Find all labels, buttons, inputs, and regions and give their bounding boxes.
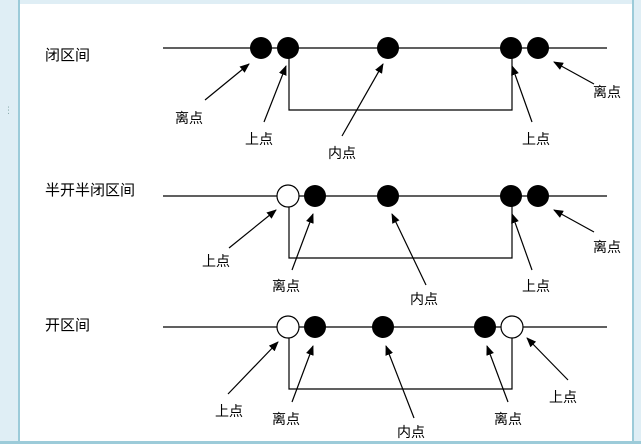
filled-point [377, 37, 399, 59]
filled-point [372, 316, 394, 338]
point-label: 内点 [410, 292, 438, 308]
left-panel-edge [0, 0, 20, 444]
arrow [511, 65, 533, 123]
half-open-interval-section: 半开半闭区间 上点 离点 内点 上点 离点 [45, 181, 621, 308]
point-label: 离点 [272, 411, 300, 428]
arrow [553, 61, 595, 85]
arrow [227, 341, 279, 395]
point-label: 上点 [202, 254, 230, 270]
arrow [228, 209, 277, 249]
point-label: 上点 [549, 390, 577, 406]
interval-bracket [288, 327, 513, 390]
point-label: 离点 [593, 239, 621, 256]
filled-point [250, 37, 272, 59]
section-title-open: 开区间 [45, 316, 90, 334]
point-label: 离点 [593, 84, 621, 101]
arrow [341, 63, 384, 137]
arrow [291, 345, 314, 403]
filled-point [304, 185, 326, 207]
filled-point [377, 185, 399, 207]
filled-point [500, 37, 522, 59]
open-point [276, 184, 300, 208]
section-title-half-open: 半开半闭区间 [45, 181, 135, 199]
filled-point [304, 316, 326, 338]
point-label: 离点 [494, 411, 522, 428]
open-point [276, 315, 300, 339]
right-panel-edge [632, 0, 641, 444]
open-point [500, 315, 524, 339]
point-label: 内点 [397, 425, 425, 441]
arrow [263, 65, 287, 123]
arrow [511, 213, 533, 271]
point-label: 上点 [215, 404, 243, 420]
filled-point [277, 37, 299, 59]
arrow [385, 345, 415, 419]
point-label: 上点 [245, 132, 273, 148]
arrow [291, 213, 314, 271]
bottom-border [0, 441, 641, 444]
point-label: 内点 [328, 146, 356, 162]
filled-point [474, 316, 496, 338]
drag-handle-icon[interactable]: ⋮ [4, 106, 13, 116]
interval-bracket [288, 196, 513, 259]
top-border [0, 0, 641, 4]
point-label: 离点 [272, 278, 300, 295]
point-label: 离点 [175, 110, 203, 127]
arrow [553, 209, 595, 233]
arrow [204, 63, 250, 101]
arrow [526, 337, 569, 381]
section-title-closed: 闭区间 [45, 46, 90, 64]
filled-point [500, 185, 522, 207]
point-label: 上点 [522, 279, 550, 295]
filled-point [527, 37, 549, 59]
arrow [391, 213, 427, 286]
arrow [486, 345, 509, 403]
filled-point [527, 185, 549, 207]
open-interval-section: 开区间 上点 离点 内点 离点 上点 [45, 315, 607, 441]
interval-bracket [288, 48, 513, 111]
point-label: 上点 [522, 132, 550, 148]
closed-interval-section: 闭区间 离点 上点 内点 上点 离点 [45, 37, 621, 162]
